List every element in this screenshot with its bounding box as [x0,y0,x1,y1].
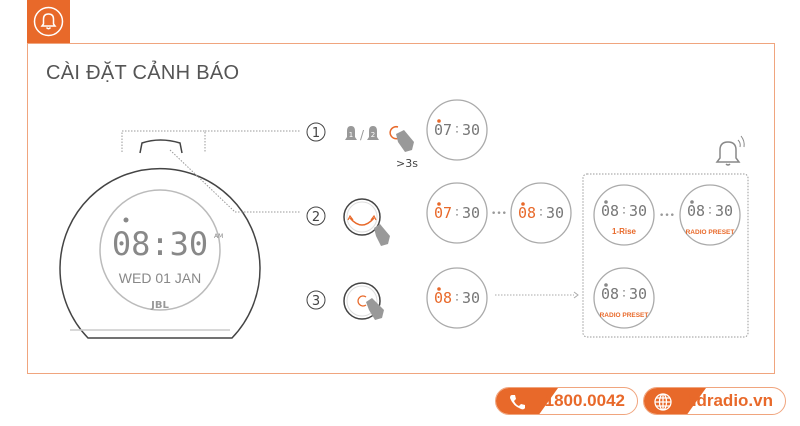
clock-face [426,99,488,161]
clock-device [59,139,261,339]
jbl-logo: JBL [150,300,169,311]
leader-lines [121,130,300,213]
clock-minutes: 30 [546,204,564,222]
clock-colon [540,214,542,216]
website-url: hdradio.vn [686,391,773,410]
clock-colon [456,209,458,211]
clock-minutes: 30 [462,204,480,222]
clock-colon [540,209,542,211]
clock-colon [456,299,458,301]
separator: / [360,128,365,142]
device-display [99,189,221,311]
alarm-bell-icon [437,119,441,123]
clock-minutes: 30 [462,289,480,307]
top-button [139,139,183,154]
page-title: CÀI ĐẶT CẢNH BÁO [46,62,240,84]
clock-colon [709,212,711,214]
clock-minutes: 30 [629,202,647,220]
step-3-number: 3 [312,294,320,309]
alarm-tab [27,0,70,43]
ellipsis: ••• [659,211,675,221]
press-knob-icon [343,282,384,320]
device-ampm: AM [214,233,223,240]
clock-colon [623,290,625,292]
clock-display: 08 30 [426,267,488,329]
clock-hours: 08 [434,289,452,307]
clock-label: RADIO PRESET [600,312,649,319]
device-bell-icon [123,217,129,223]
clock-colon [709,207,711,209]
alarm-source-box [582,173,749,338]
clock-minutes: 30 [462,121,480,139]
clock-colon [623,207,625,209]
content-panel [27,43,775,374]
clock-hours: 07 [434,204,452,222]
step-3-marker [306,290,326,310]
clock-colon [623,212,625,214]
alarm-bell-icon [604,200,608,204]
phone-icon [510,395,525,410]
ringing-bell-icon [715,135,745,166]
step-1-marker [306,122,326,142]
clock-display: 07 30 [426,182,488,244]
device-date: WED 01 JAN [119,270,201,286]
clock-face [679,184,741,246]
device-time: 08:30 [112,225,208,263]
hand-icon [396,130,414,152]
clock-colon [623,295,625,297]
clock-label: RADIO PRESET [686,229,735,236]
clock-face [593,267,655,329]
hold-duration: >3s [396,157,418,170]
clock-colon [456,294,458,296]
clock-colon [456,131,458,133]
clock-display: 08 30 [510,182,572,244]
alarm-1-bell-icon: 1 [345,126,357,140]
clock-face [426,267,488,329]
alarm-bell-icon [690,200,694,204]
step-2-number: 2 [312,210,320,225]
clock-display: 08 30 1-Rise [593,184,655,246]
clock-minutes: 30 [715,202,733,220]
phone-number: 1800.0042 [544,391,625,410]
rotate-knob-icon [343,198,390,246]
clock-display: 07 30 [426,99,488,161]
globe-icon [654,393,672,411]
clock-face [510,182,572,244]
alarm-bell-icon [604,283,608,287]
svg-text:1: 1 [349,131,353,139]
clock-face [426,182,488,244]
clock-hours: 08 [518,204,536,222]
clock-hours: 08 [601,202,619,220]
clock-label: 1-Rise [612,227,637,236]
phone-button[interactable]: 1800.0042 [495,387,638,415]
step-2-marker [306,206,326,226]
svg-text:2: 2 [371,131,375,139]
alarm-bell-icon [437,287,441,291]
alarm-bell-icon [437,202,441,206]
website-link[interactable]: hdradio.vn [643,387,786,415]
alarm-2-bell-icon: 2 [367,126,379,140]
clock-colon [456,214,458,216]
clock-minutes: 30 [629,285,647,303]
clock-hours: 07 [434,121,452,139]
alarm-bell-icon [521,202,525,206]
clock-hours: 08 [687,202,705,220]
clock-colon [456,126,458,128]
step-1-number: 1 [312,126,320,141]
clock-hours: 08 [601,285,619,303]
ellipsis: ••• [491,209,507,219]
bell-icon [33,6,64,37]
arrow-head [573,291,579,299]
clock-face [593,184,655,246]
